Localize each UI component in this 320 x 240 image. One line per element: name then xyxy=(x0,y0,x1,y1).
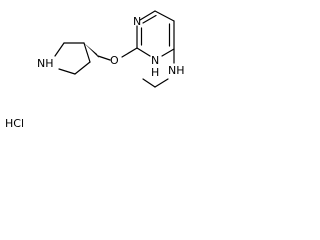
bond-c5p-n xyxy=(58,68,76,75)
bond-c4-n3 xyxy=(161,48,175,57)
atom-label-amine-nh: NH xyxy=(168,64,185,77)
bond-ch2-ch3 xyxy=(142,78,156,88)
bond-n-c2p xyxy=(54,42,65,57)
bond-c2-o xyxy=(121,47,138,58)
bond-n1-c6 xyxy=(139,10,156,21)
atom-label-n1: N xyxy=(133,15,141,28)
stereo-wedge-bond xyxy=(84,43,99,58)
bond-c6-c5 xyxy=(154,10,175,22)
structure-diagram: N N H NH O NH HCl xyxy=(0,0,203,132)
hcl-label: HCl xyxy=(5,117,24,130)
pyrrolidine-ring xyxy=(54,42,99,75)
atom-label-n3: N xyxy=(151,54,159,67)
ethylamine-chain xyxy=(142,48,175,88)
bond-n-ch2 xyxy=(154,78,169,88)
molecule-drawing: N N H NH O NH HCl xyxy=(5,10,185,130)
ether-linkage xyxy=(97,47,138,61)
atom-label-ether-o: O xyxy=(110,54,119,67)
bond-c4p-c5p xyxy=(74,61,91,75)
bond-c3-c4p xyxy=(83,42,91,63)
bond-o-c3p xyxy=(97,55,111,61)
bond-n3-c2 xyxy=(136,47,151,57)
atom-label-pyrrolidine-nh: NH xyxy=(37,57,54,70)
pyrimidine-ring xyxy=(136,10,175,57)
atom-label-ring-h: H xyxy=(151,66,159,79)
bond-n6-double xyxy=(142,14,157,24)
